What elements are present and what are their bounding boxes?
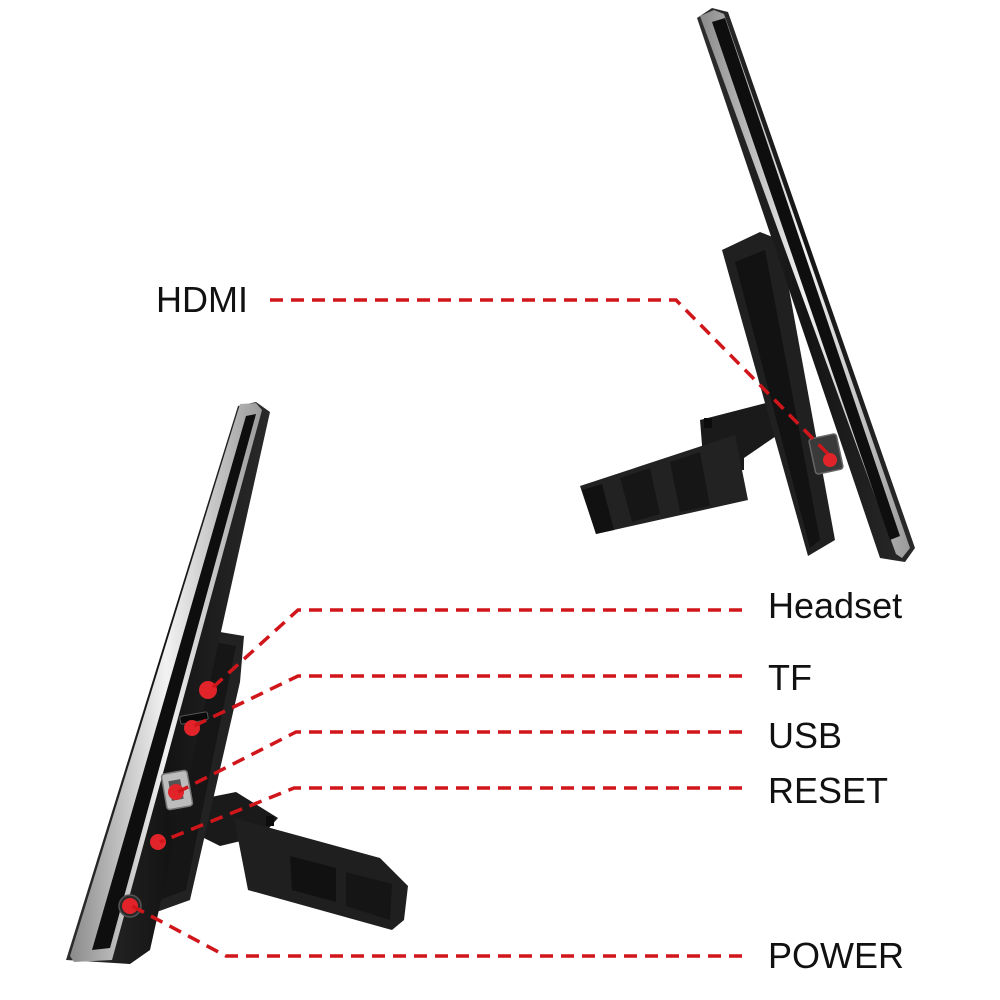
- reset-button: [150, 834, 166, 850]
- usb-port: [160, 769, 194, 811]
- power-button: [118, 894, 142, 918]
- label-headset: Headset: [768, 585, 903, 626]
- monitor-lower: [66, 402, 408, 964]
- headrest-mount-lower: [196, 792, 408, 930]
- headrest-mount-upper: [580, 402, 782, 534]
- monitor-upper: [580, 8, 915, 562]
- label-tf: TF: [768, 657, 812, 698]
- headset-port: [199, 681, 217, 699]
- label-reset: RESET: [768, 770, 889, 811]
- label-usb: USB: [768, 715, 843, 756]
- leader-line-tf: [193, 674, 742, 728]
- leader-line-hdmi: [270, 298, 834, 460]
- leader-line-usb: [177, 730, 742, 794]
- label-hdmi: HDMI: [156, 279, 248, 320]
- leader-line-power: [131, 904, 742, 958]
- leader-line-reset: [159, 786, 742, 844]
- leader-line-headset: [208, 608, 742, 692]
- label-power: POWER: [768, 935, 905, 976]
